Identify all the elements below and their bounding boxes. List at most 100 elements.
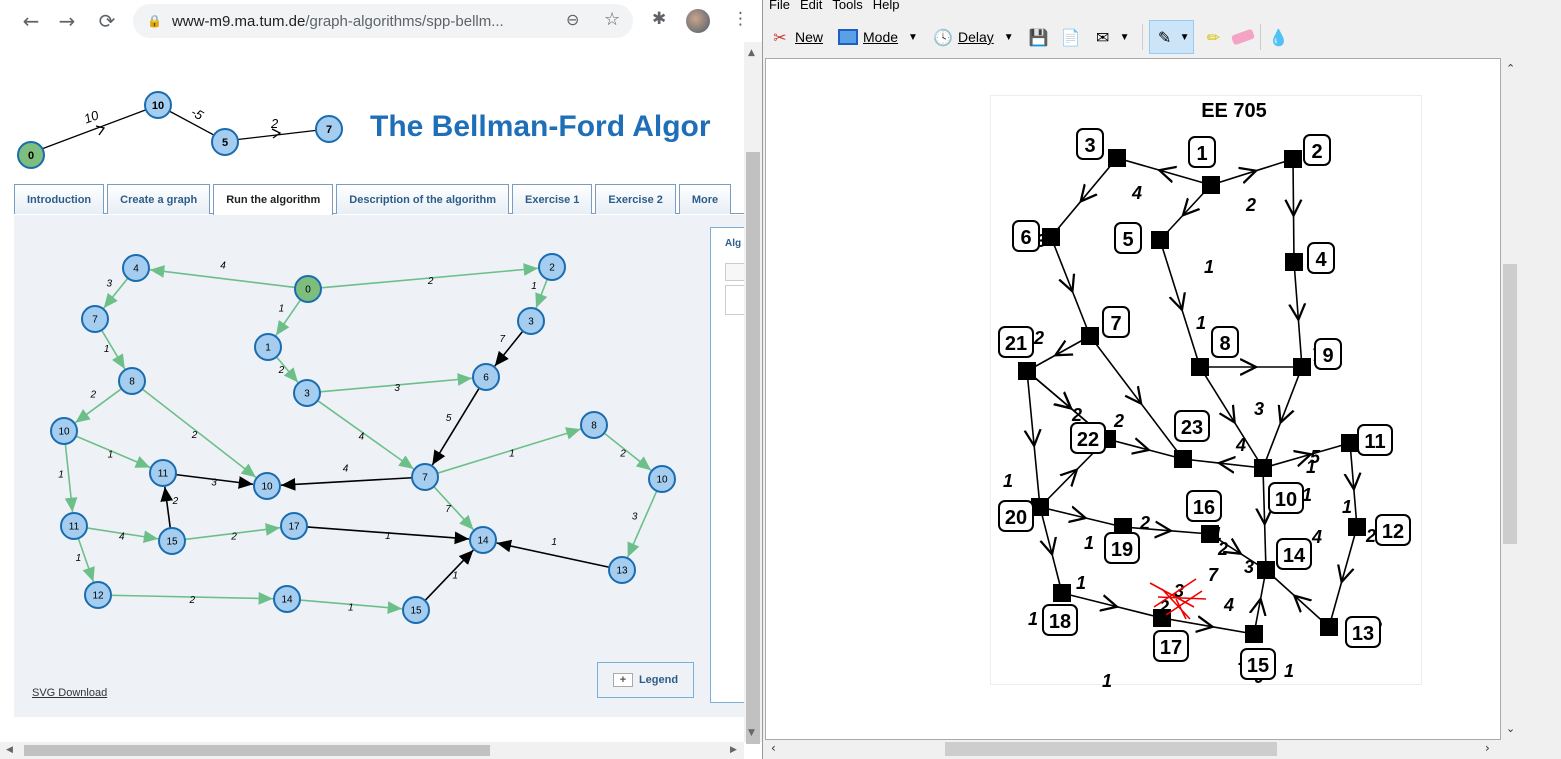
menu-file[interactable]: File [769, 0, 790, 12]
extensions-icon[interactable]: ✱ [652, 9, 667, 29]
snip-horizontal-scrollbar[interactable]: ‹ › [765, 740, 1501, 758]
graph-edge[interactable] [160, 486, 174, 529]
pen-tool-button[interactable]: ✎ ▼ [1148, 20, 1195, 54]
graph-node[interactable] [648, 465, 676, 493]
scroll-thumb[interactable] [1503, 264, 1517, 544]
graph-edge[interactable] [317, 399, 415, 470]
graph-node[interactable] [608, 556, 636, 584]
graph-edge[interactable] [306, 526, 470, 545]
graph-node[interactable] [294, 275, 322, 303]
tab-more[interactable]: More [678, 184, 732, 214]
graph-edge[interactable] [100, 329, 126, 370]
menu-edit[interactable]: Edit [799, 0, 823, 12]
graph-edge[interactable] [494, 330, 524, 367]
panel-control[interactable] [725, 285, 744, 315]
copy-icon[interactable]: 📄 [1060, 27, 1081, 47]
tab-create-a-graph[interactable]: Create a graph [107, 184, 211, 214]
scroll-left-icon[interactable]: ‹ [771, 741, 776, 755]
graph-edge[interactable] [74, 388, 123, 424]
snip-vertical-scrollbar[interactable]: ⌃ ⌄ [1501, 58, 1519, 740]
graph-node[interactable] [517, 307, 545, 335]
scroll-up-icon[interactable]: ▲ [748, 48, 755, 58]
snip-canvas[interactable]: EE 7054231121723245121341212742110113211… [765, 58, 1501, 740]
graph-node[interactable] [402, 596, 430, 624]
save-icon[interactable]: 💾 [1028, 27, 1049, 47]
menu-tools[interactable]: Tools [832, 0, 863, 12]
graph-edge[interactable] [64, 443, 78, 513]
graph-node[interactable] [253, 472, 281, 500]
graph-edge[interactable] [141, 388, 257, 479]
tab-run-the-algorithm[interactable]: Run the algorithm [213, 184, 334, 215]
back-arrow-icon[interactable]: ← [22, 9, 40, 33]
graph-edge[interactable] [110, 592, 274, 605]
send-snip-icon[interactable]: ✉ [1095, 27, 1110, 47]
paint3d-icon[interactable]: 💧 [1268, 27, 1289, 47]
eraser-icon[interactable] [1231, 26, 1256, 48]
graph-edge[interactable] [319, 373, 473, 393]
menu-kebab-icon[interactable]: ⋮ [732, 9, 749, 29]
tab-exercise-2[interactable]: Exercise 2 [595, 184, 676, 214]
page-horizontal-scrollbar[interactable]: ◀ ▶ [0, 742, 744, 759]
graph-node[interactable] [81, 305, 109, 333]
graph-node[interactable] [84, 581, 112, 609]
graph-node[interactable] [280, 512, 308, 540]
graph-edge[interactable] [431, 387, 480, 466]
graph-edge[interactable] [424, 549, 474, 602]
graph-node[interactable] [472, 363, 500, 391]
bookmark-star-icon[interactable]: ☆ [604, 9, 621, 30]
legend-button[interactable]: + Legend [597, 662, 694, 698]
graph-node[interactable] [50, 417, 78, 445]
graph-node[interactable] [293, 379, 321, 407]
graph-node[interactable] [158, 527, 186, 555]
graph-node[interactable] [122, 254, 150, 282]
zoom-icon[interactable]: ⊖ [566, 10, 580, 29]
graph-edge[interactable] [75, 435, 151, 469]
tab-exercise-1[interactable]: Exercise 1 [511, 184, 593, 214]
graph-node[interactable] [580, 411, 608, 439]
forward-arrow-icon[interactable]: → [58, 9, 76, 33]
graph-node[interactable] [118, 367, 146, 395]
graph-edge[interactable] [433, 486, 475, 531]
scroll-up-icon[interactable]: ⌃ [1506, 62, 1516, 75]
new-snip-button[interactable]: ✂ New [769, 26, 823, 48]
tab-description-of-the-algorithm[interactable]: Description of the algorithm [336, 184, 509, 214]
menu-help[interactable]: Help [872, 0, 900, 12]
panel-control[interactable] [725, 263, 744, 281]
tab-introduction[interactable]: Introduction [14, 184, 105, 214]
graph-edge[interactable] [299, 599, 403, 614]
graph-node[interactable] [469, 526, 497, 554]
graph-edge[interactable] [626, 490, 658, 558]
reload-icon[interactable]: ⟳ [98, 9, 116, 33]
graph-edge[interactable] [184, 523, 281, 541]
page-vertical-scrollbar[interactable]: ▲ ▼ [744, 42, 762, 744]
chevron-down-icon[interactable]: ▼ [1119, 31, 1130, 43]
scroll-right-icon[interactable]: ▶ [730, 745, 737, 755]
graph-edge[interactable] [535, 278, 549, 309]
scroll-thumb[interactable] [945, 742, 1277, 756]
highlighter-icon[interactable]: ✏ [1206, 27, 1221, 47]
graph-edge[interactable] [275, 356, 299, 383]
svg-download-link[interactable]: SVG Download [32, 687, 108, 699]
graph-node[interactable] [254, 333, 282, 361]
graph-edge[interactable] [437, 427, 581, 474]
graph-edge[interactable] [175, 473, 254, 489]
graph-edge[interactable] [320, 263, 539, 289]
graph-edge[interactable] [275, 299, 302, 336]
graph-node[interactable] [538, 253, 566, 281]
mode-button[interactable]: Mode ▼ [837, 26, 918, 48]
graph-node[interactable] [411, 463, 439, 491]
graph-edge[interactable] [280, 476, 413, 491]
scroll-right-icon[interactable]: › [1485, 741, 1490, 755]
graph-edge[interactable] [603, 432, 652, 471]
graph-node[interactable] [149, 459, 177, 487]
graph-edge[interactable] [496, 539, 610, 569]
address-bar[interactable]: 🔒 www-m9.ma.tum.de/graph-algorithms/spp-… [133, 4, 633, 38]
scroll-down-icon[interactable]: ⌄ [1506, 722, 1516, 735]
profile-avatar[interactable] [686, 9, 710, 33]
scroll-left-icon[interactable]: ◀ [6, 745, 13, 755]
graph-node[interactable] [60, 512, 88, 540]
scroll-thumb[interactable] [24, 745, 490, 756]
delay-button[interactable]: 🕓 Delay ▼ [932, 26, 1014, 48]
scroll-down-icon[interactable]: ▼ [748, 728, 755, 738]
